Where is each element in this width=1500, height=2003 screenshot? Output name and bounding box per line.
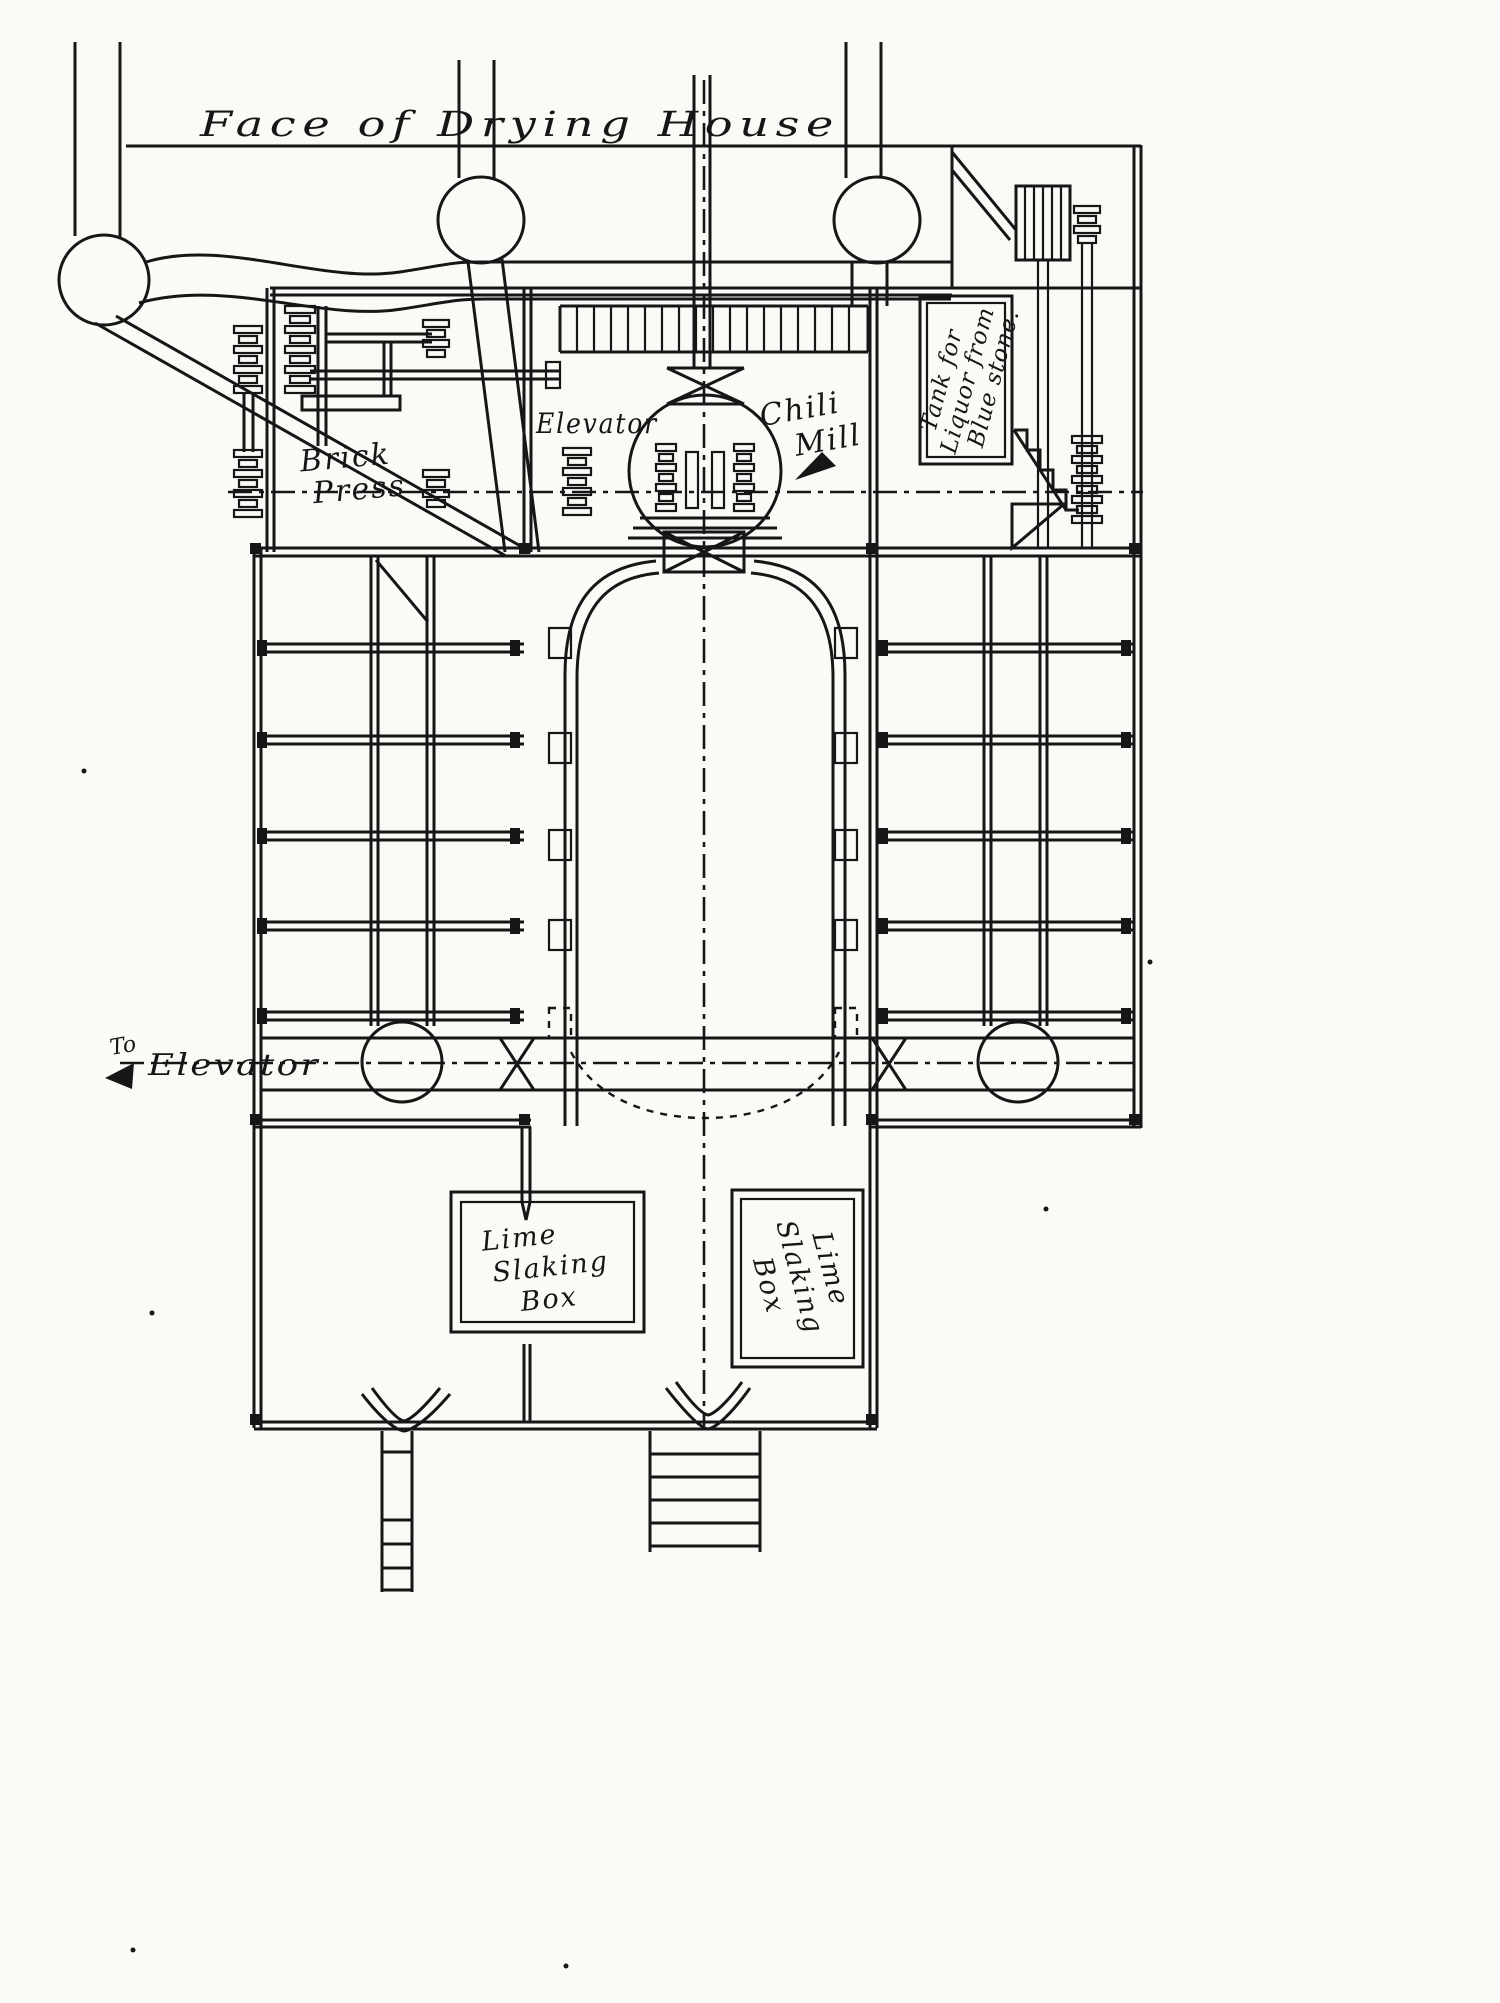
label-to: To (108, 1032, 138, 1061)
ladder (380, 1431, 414, 1592)
centerlines (120, 80, 1143, 1426)
steps (648, 1431, 762, 1552)
walkway-platform (558, 304, 870, 354)
pulley-right (832, 175, 922, 265)
discharge-chutes (360, 1381, 752, 1433)
conveyor-band (254, 1020, 1141, 1129)
label-face-of-drying-house: Face of Drying House (199, 105, 840, 145)
paper-specks (81, 768, 1153, 1969)
motor-hatch (1023, 186, 1063, 260)
central-vessel (547, 559, 859, 1126)
lime-slaking-box-left (449, 1190, 646, 1334)
top-right-room (950, 145, 1102, 548)
label-to-elevator: Elevator (147, 1048, 320, 1083)
arrow-left-icon (105, 1063, 134, 1089)
label-press: Press (310, 468, 407, 511)
bottom-room (254, 1127, 877, 1592)
label-elevator: Elevator (535, 407, 658, 440)
conveyor-pulley-left (360, 1020, 444, 1104)
svg-text:Box: Box (518, 1281, 579, 1318)
elevator-head (666, 366, 745, 406)
side-wings (250, 543, 1140, 1425)
lime-slaking-box-right (730, 1188, 865, 1369)
bluestone-tank (918, 294, 1014, 466)
rail-posts (250, 543, 1140, 1425)
label-lime-box-right: Lime Slaking Box (746, 1217, 855, 1338)
stairway (1010, 428, 1104, 552)
arrow-down-left-icon (795, 452, 836, 480)
belt-diagonals (94, 314, 532, 558)
label-lime-box-left: Lime Slaking Box (479, 1219, 610, 1318)
belt-runs (138, 253, 951, 313)
label-brick: Brick (298, 437, 393, 480)
pulley-left (57, 233, 151, 327)
top-line-shafting (57, 42, 951, 558)
conveyor-pulley-right (976, 1020, 1060, 1104)
pulley-middle (436, 175, 526, 265)
brick-press-machine (232, 304, 562, 519)
